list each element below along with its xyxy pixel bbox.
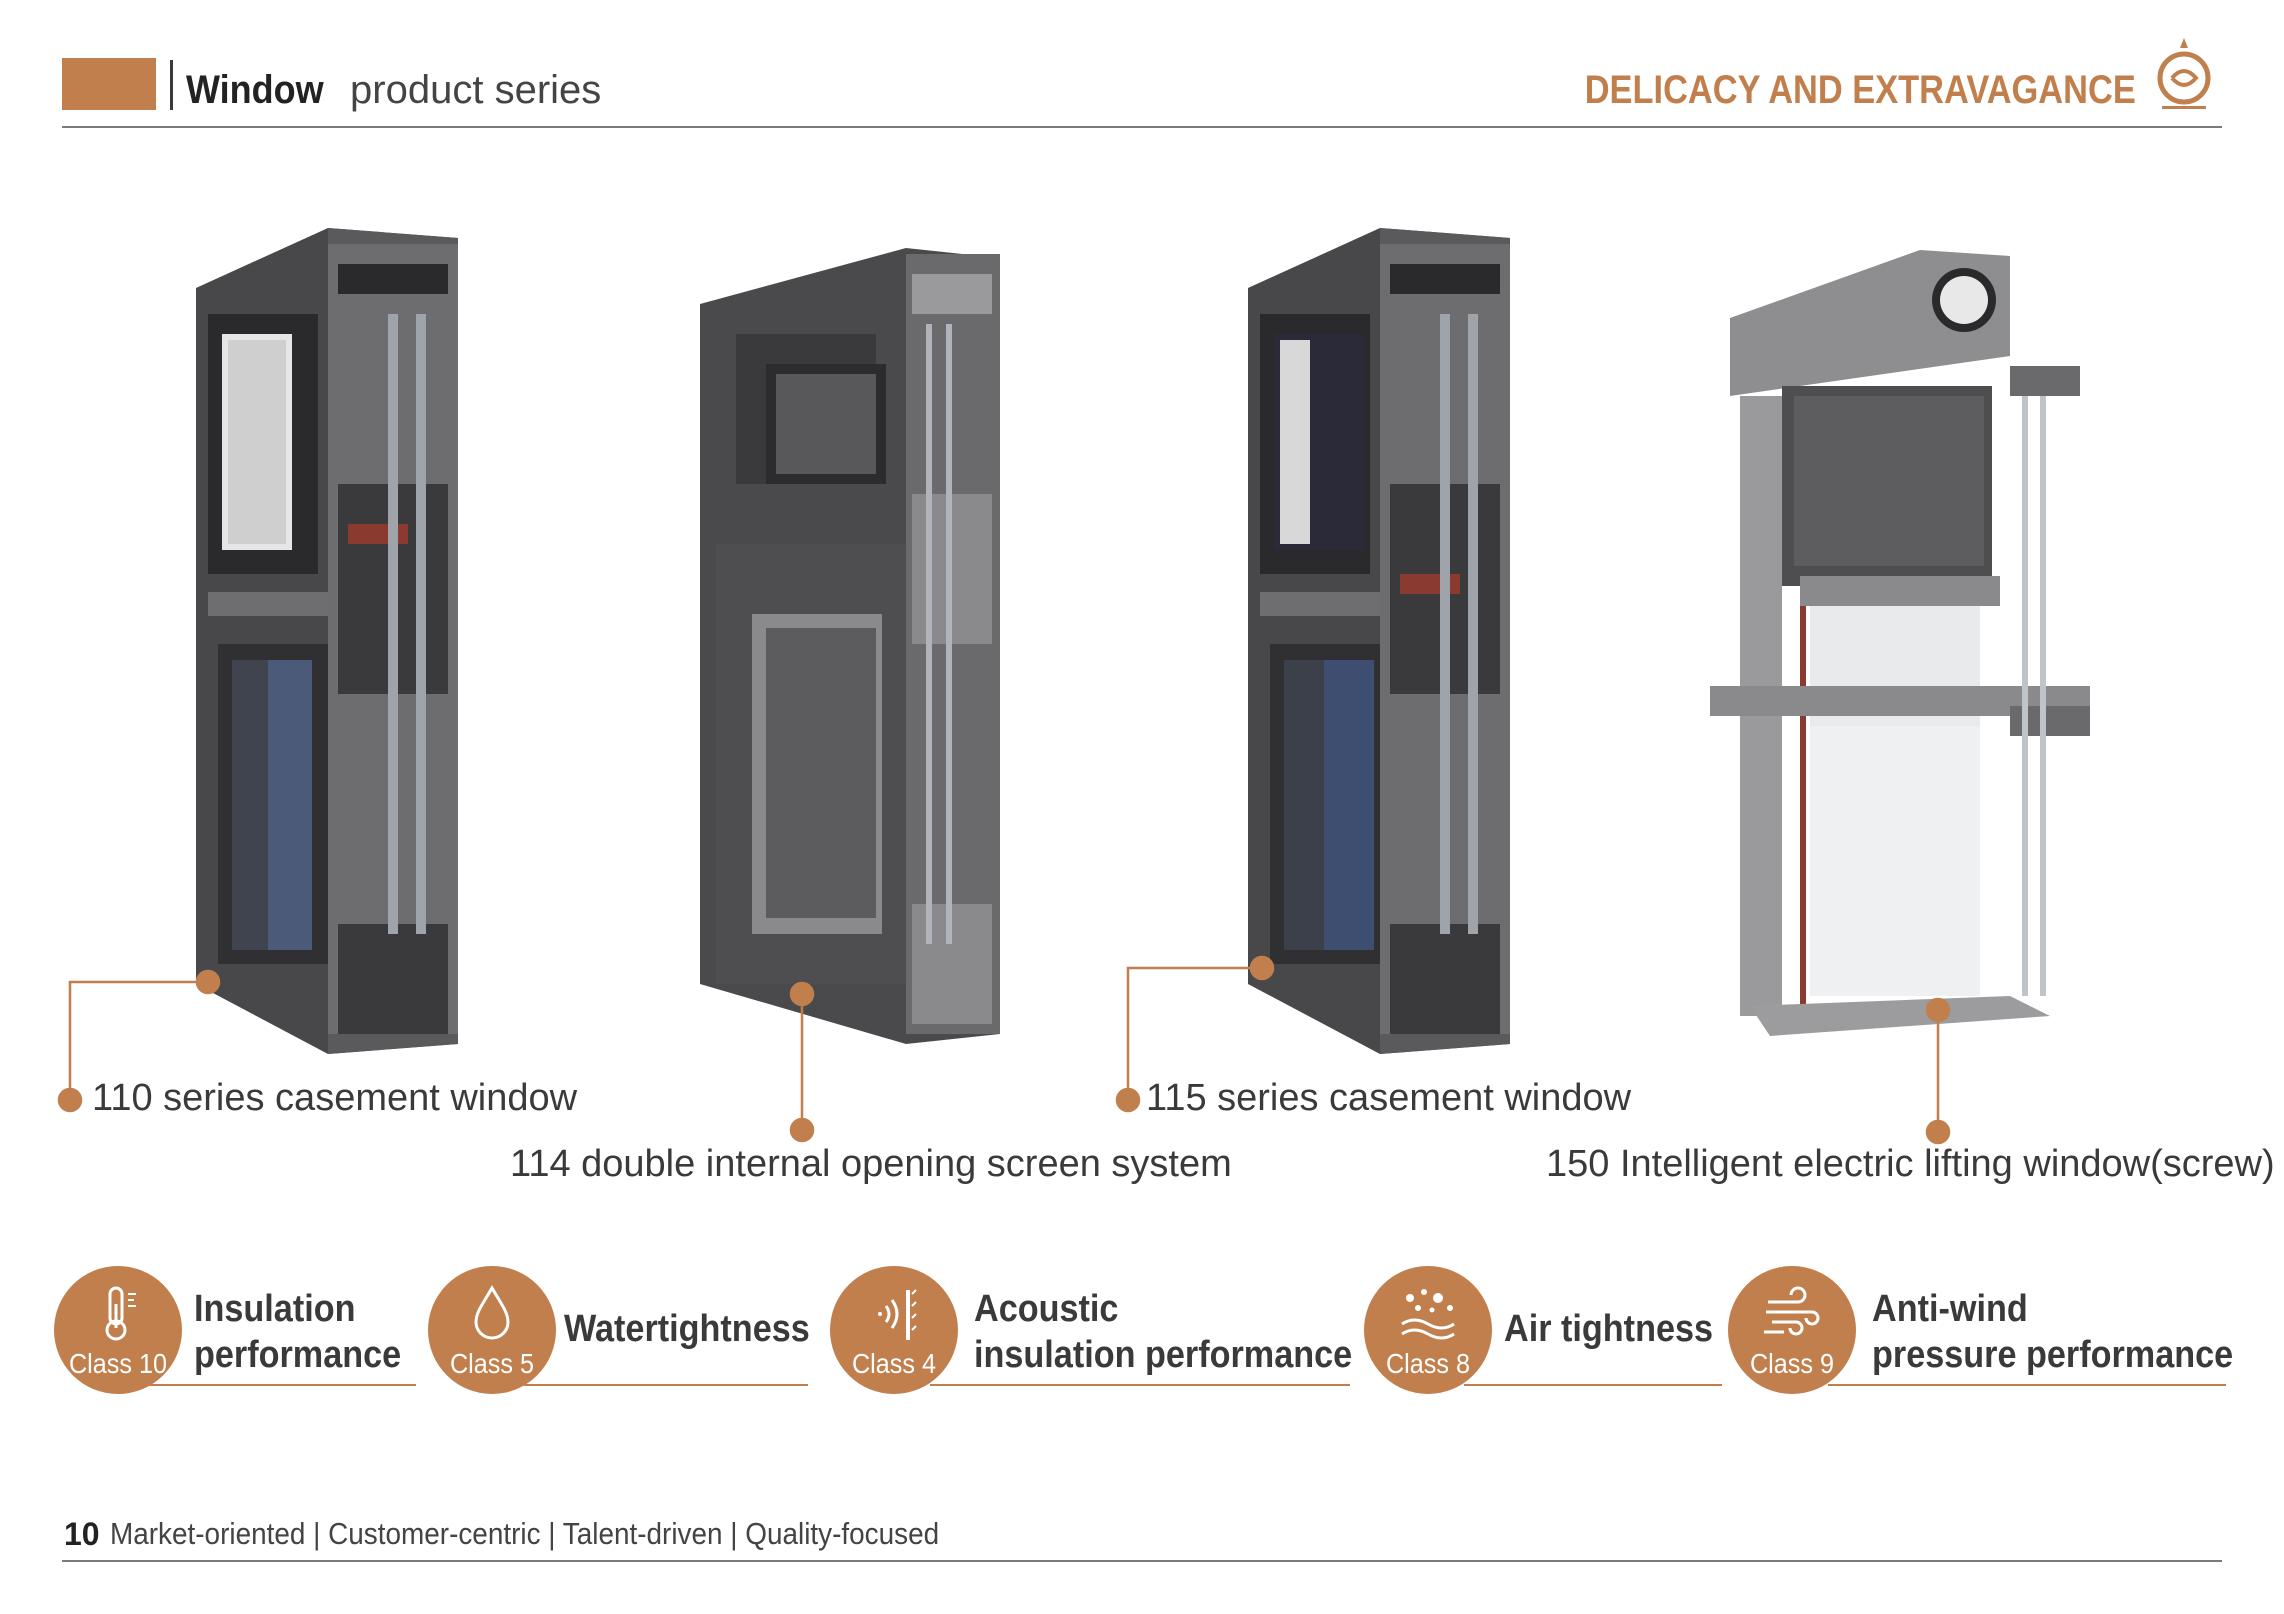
perf-title: Acoustic insulation performance [974,1286,1352,1378]
header-accent-block [62,58,156,110]
product-image-114 [700,248,1000,1044]
footer-tagline: Market-oriented | Customer-centric | Tal… [110,1516,940,1551]
footer-rule [62,1560,2222,1562]
product-label-115: 115 series casement window [1146,1077,1632,1119]
product-image-150 [1710,250,2090,1036]
perf-title-line1: Acoustic [974,1288,1119,1330]
wind-icon [1764,1286,1820,1336]
perf-title-line1: Anti-wind [1872,1288,2028,1330]
perf-acoustic: Class 4 Acoustic insulation performance [830,1266,1352,1396]
perf-badge: Class 4 [830,1266,958,1394]
perf-title-line2: performance [194,1334,402,1376]
perf-title: Air tightness [1504,1306,1713,1352]
page-number: 10 [64,1516,100,1552]
page-title: Window product series [186,64,601,116]
perf-title: Watertightness [564,1306,810,1352]
perf-title: Insulation performance [194,1286,401,1378]
perf-title-line2: pressure performance [1872,1334,2234,1376]
product-label-150: 150 Intelligent electric lifting window(… [1546,1143,2275,1185]
perf-title-line1: Insulation [194,1288,356,1330]
perf-class-label: Class 5 [449,1348,535,1379]
product-label-110: 110 series casement window [92,1077,578,1119]
perf-badge: Class 5 [428,1266,556,1394]
header-rule [62,126,2222,128]
sound-wave-icon [878,1289,917,1340]
header-divider [170,60,173,110]
perf-anti-wind: Class 9 Anti-wind pressure performance [1728,1266,2233,1396]
perf-class-label: Class 8 [1385,1348,1471,1379]
perf-insulation: Class 10 Insulation performance [54,1266,416,1396]
perf-badge: Class 10 [54,1266,182,1394]
page-title-bold: Window [186,68,324,112]
perf-underline [1464,1384,1722,1386]
perf-underline [524,1384,808,1386]
thermometer-icon [105,1286,136,1341]
perf-title-line1: Watertightness [564,1308,810,1350]
company-logo-icon [2157,38,2211,109]
perf-air-tightness: Class 8 Air tightness [1364,1266,1724,1396]
air-particles-icon [1401,1289,1455,1340]
perf-watertightness: Class 5 Watertightness [428,1266,810,1396]
water-drop-icon [474,1284,510,1340]
perf-underline [930,1384,1350,1386]
perf-title-line1: Air tightness [1504,1308,1714,1350]
perf-title-line2: insulation performance [974,1334,1353,1376]
perf-badge: Class 9 [1728,1266,1856,1394]
page-title-rest: product series [338,68,602,112]
product-image-110 [196,228,458,1054]
perf-class-label: Class 9 [1749,1348,1835,1379]
perf-underline [1828,1384,2226,1386]
product-image-115 [1248,228,1510,1054]
perf-underline [144,1384,416,1386]
header-slogan: DELICACY AND EXTRAVAGANCE [1584,68,2136,112]
product-label-114: 114 double internal opening screen syste… [510,1143,1232,1185]
perf-badge: Class 8 [1364,1266,1492,1394]
perf-class-label: Class 4 [851,1348,937,1379]
perf-title: Anti-wind pressure performance [1872,1286,2233,1378]
perf-class-label: Class 10 [68,1348,168,1379]
